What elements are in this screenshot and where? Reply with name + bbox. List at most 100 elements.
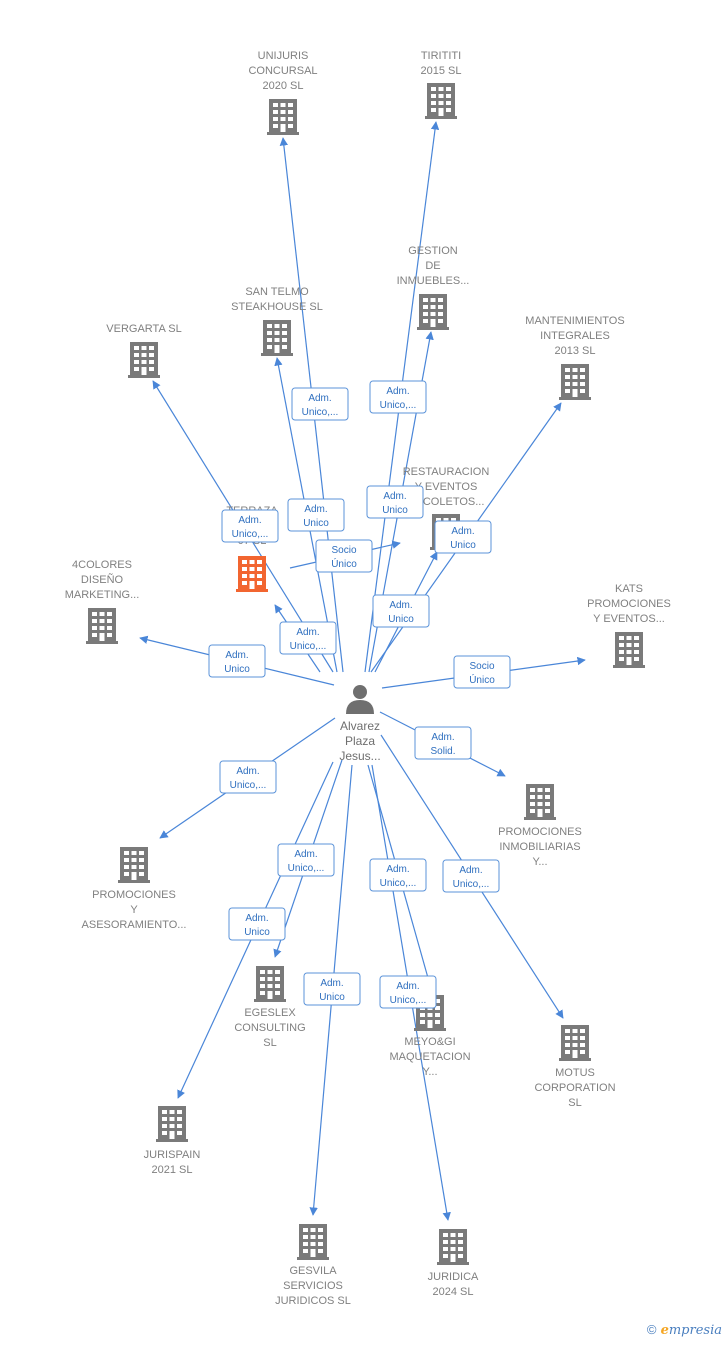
relation-label-motus: Adm. Unico,... bbox=[442, 859, 500, 893]
company-label: GESTION bbox=[408, 245, 458, 257]
company-node-santelmo[interactable]: SAN TELMO STEAKHOUSE SL bbox=[231, 286, 323, 356]
building-icon bbox=[128, 342, 160, 378]
relation-label-restauracion: Adm. Unico bbox=[372, 594, 430, 628]
company-node-4colores[interactable]: 4COLORESDISEÑOMARKETING... bbox=[65, 559, 140, 644]
relation-text: Adm. bbox=[225, 650, 248, 661]
company-label: Y... bbox=[532, 856, 547, 868]
company-label: CONSULTING bbox=[234, 1022, 305, 1034]
company-label: DISEÑO bbox=[81, 573, 124, 586]
building-icon bbox=[425, 83, 457, 119]
company-label: MANTENIMIENTOS bbox=[525, 315, 624, 327]
company-label: 4COLORES bbox=[72, 559, 132, 571]
relation-text: Adm. bbox=[396, 981, 419, 992]
company-label: UNIJURIS bbox=[258, 50, 309, 62]
building-icon bbox=[156, 1106, 188, 1142]
relation-label-promoinmob: Adm. Solid. bbox=[414, 726, 472, 760]
company-label: RESTAURACION bbox=[403, 466, 490, 478]
company-label: KATS bbox=[615, 583, 643, 595]
company-label: CONCURSAL bbox=[248, 65, 317, 77]
building-icon bbox=[613, 632, 645, 668]
company-label: JURIDICOS SL bbox=[275, 1295, 351, 1307]
relation-text: Adm. bbox=[451, 526, 474, 537]
company-label: VERGARTA SL bbox=[106, 323, 181, 335]
company-node-motus[interactable]: MOTUS CORPORATION SL bbox=[534, 1025, 616, 1109]
relation-text: Unico bbox=[224, 664, 250, 675]
company-node-meyo[interactable]: MEYO&GIMAQUETACIONY... bbox=[389, 995, 471, 1078]
building-icon bbox=[524, 784, 556, 820]
relation-text: Adm. bbox=[238, 515, 261, 526]
building-icon bbox=[297, 1224, 329, 1260]
relation-text: Adm. bbox=[245, 913, 268, 924]
building-icon bbox=[261, 320, 293, 356]
company-label: SERVICIOS bbox=[283, 1280, 343, 1292]
relation-text: Adm. bbox=[383, 491, 406, 502]
relation-label-tiritiTi: Adm.Unico,... bbox=[369, 380, 427, 414]
relation-text: Unico,... bbox=[230, 780, 267, 791]
building-icon bbox=[559, 364, 591, 400]
building-icon bbox=[118, 847, 150, 883]
relation-text: Adm. bbox=[294, 849, 317, 860]
edge-layer bbox=[139, 121, 586, 1221]
relation-text: Unico,... bbox=[453, 879, 490, 890]
person-name: Plaza bbox=[345, 734, 375, 748]
relation-text: Adm. bbox=[389, 600, 412, 611]
relation-text: Adm. bbox=[308, 393, 331, 404]
relation-text: Socio bbox=[469, 661, 494, 672]
company-label: 2024 SL bbox=[433, 1286, 474, 1298]
company-label: Y... bbox=[422, 1066, 437, 1078]
building-icon bbox=[254, 966, 286, 1002]
relation-text: Unico bbox=[388, 614, 414, 625]
brand-logo-e: e bbox=[660, 1323, 669, 1338]
company-node-promoases[interactable]: PROMOCIONESYASESORAMIENTO... bbox=[82, 847, 187, 931]
building-icon bbox=[437, 1229, 469, 1265]
relation-text: Solid. bbox=[430, 746, 455, 757]
relation-text: Unico,... bbox=[380, 878, 417, 889]
relation-label-santelmo: Adm.Unico bbox=[366, 485, 424, 519]
relation-label-unijuris: Adm.Unico,... bbox=[291, 387, 349, 421]
relation-text: Único bbox=[331, 557, 357, 570]
company-label: PROMOCIONES bbox=[587, 598, 671, 610]
relation-label-4colores: Adm. Unico bbox=[208, 644, 266, 678]
building-icon bbox=[267, 99, 299, 135]
relation-text: Adm. bbox=[236, 766, 259, 777]
relation-text: Socio bbox=[331, 545, 356, 556]
company-label: ASESORAMIENTO... bbox=[82, 919, 187, 931]
person-node[interactable]: AlvarezPlazaJesus... bbox=[339, 685, 381, 763]
person-name: Alvarez bbox=[340, 719, 380, 733]
relation-text: Adm. bbox=[459, 865, 482, 876]
relation-text: Unico,... bbox=[290, 641, 327, 652]
relation-label-layer: Adm.Unico,...Adm.Unico,...Adm.UnicoAdm.U… bbox=[208, 380, 511, 1009]
company-node-promoinmob[interactable]: PROMOCIONESINMOBILIARIASY... bbox=[498, 784, 582, 868]
relation-label-promoases: Adm. Unico,... bbox=[219, 760, 277, 794]
company-label: SL bbox=[568, 1097, 581, 1109]
company-label: 2015 SL bbox=[421, 65, 462, 77]
person-icon bbox=[346, 685, 374, 714]
company-label: RECOLETOS... bbox=[408, 496, 485, 508]
relation-text: Adm. bbox=[431, 732, 454, 743]
company-label: SAN TELMO bbox=[245, 286, 309, 298]
company-node-gestion[interactable]: GESTIONDEINMUEBLES... bbox=[397, 245, 470, 330]
relation-text: Adm. bbox=[296, 627, 319, 638]
relation-label-jurispain: Adm.Unico bbox=[228, 907, 286, 941]
relation-text: Unico,... bbox=[390, 995, 427, 1006]
company-label: MAQUETACION bbox=[389, 1051, 470, 1063]
company-label: STEAKHOUSE SL bbox=[231, 301, 323, 313]
building-icon bbox=[417, 294, 449, 330]
relation-label-terrazas2: Adm. Unico,... bbox=[279, 621, 337, 655]
company-label: MOTUS bbox=[555, 1067, 595, 1079]
copyright: © empresia bbox=[647, 1322, 722, 1338]
company-label: CORPORATION bbox=[534, 1082, 615, 1094]
company-node-vergarta[interactable]: VERGARTA SL bbox=[106, 323, 182, 378]
